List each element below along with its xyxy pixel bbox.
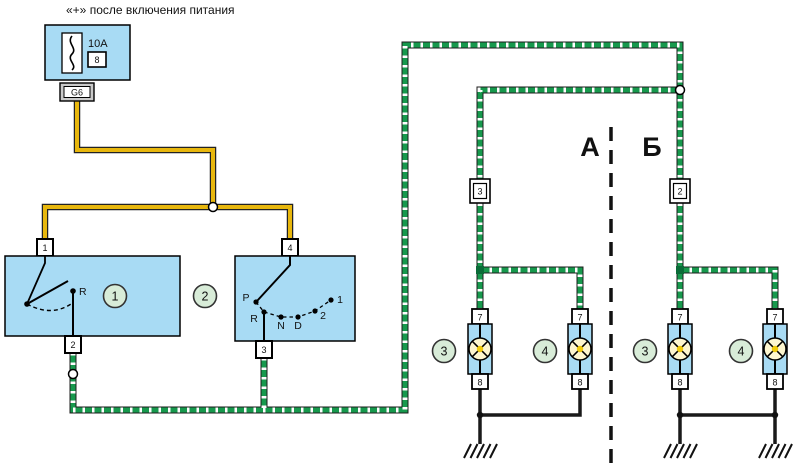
pin-number: 8 <box>677 378 682 388</box>
junction-dot <box>771 411 779 419</box>
fuse-pin-number: 8 <box>94 55 99 65</box>
ground-icon <box>463 443 498 459</box>
component-number: 4 <box>738 345 745 359</box>
switch-arm <box>256 256 291 302</box>
yellow-wire-harness <box>41 101 294 241</box>
bulb-filament-dot <box>476 345 484 353</box>
component-number-badge <box>431 338 457 364</box>
fuse-pin-box <box>87 51 107 68</box>
pin-number: 3 <box>261 345 266 355</box>
connector-label-box <box>63 86 91 98</box>
ground-icon <box>663 443 698 459</box>
junction-dot <box>676 411 684 419</box>
pin-number: 7 <box>477 313 482 323</box>
junction-square <box>476 266 484 274</box>
switch-body <box>234 255 356 342</box>
pin-box <box>255 340 273 359</box>
ground-icon <box>758 443 793 459</box>
contact-dot <box>295 314 301 320</box>
position-label: P <box>242 292 249 304</box>
lamp-1: 7 8 3 <box>431 308 493 390</box>
contact-dot <box>312 308 318 314</box>
bulb-filament-dot <box>771 345 779 353</box>
contact-dot <box>253 299 259 305</box>
position-label: 2 <box>320 310 326 322</box>
component-number-badge <box>728 338 754 364</box>
pin-number: 4 <box>287 243 292 253</box>
component-number: 3 <box>441 345 448 359</box>
switch-2: 4 P R N D 2 1 3 <box>234 238 356 359</box>
switch-body <box>4 255 181 337</box>
inline-connector-right: 2 <box>669 178 691 204</box>
junction-circle <box>674 84 686 96</box>
pin-box <box>64 335 82 354</box>
contact-label: R <box>79 286 87 298</box>
pin-number: 7 <box>577 313 582 323</box>
position-label: D <box>294 320 302 332</box>
contact-dot <box>328 297 334 303</box>
connector-number: 2 <box>677 187 682 197</box>
green-wire-harness <box>69 41 779 414</box>
selector-travel-dashed <box>255 299 332 318</box>
fuse-rating: 10A <box>88 38 108 50</box>
connector-g6-label: G6 <box>71 88 83 98</box>
junction-circle <box>207 201 219 213</box>
component-number-badge <box>192 283 218 309</box>
black-wire <box>478 389 777 444</box>
yellow-wire-outline <box>41 101 294 241</box>
pin-box <box>471 373 489 390</box>
pin-number: 7 <box>677 313 682 323</box>
position-label: R <box>250 313 258 325</box>
switch-1: 1 R 2 1 <box>4 238 181 354</box>
pin-box <box>571 373 589 390</box>
component-number-badge <box>532 338 558 364</box>
yellow-wire <box>43 101 292 241</box>
fuse-block: 10A 8 G6 <box>44 24 131 102</box>
position-label: 1 <box>337 294 343 306</box>
lamp-3: 7 8 3 <box>632 308 693 390</box>
lamp-2: 7 8 4 <box>532 308 593 390</box>
position-label: N <box>277 320 285 332</box>
pin-box <box>766 373 784 390</box>
bulb-filament-dot <box>676 345 684 353</box>
connector-number: 3 <box>477 187 482 197</box>
component-number: 2 <box>202 290 209 304</box>
pin-number: 1 <box>42 243 47 253</box>
pin-number: 8 <box>577 378 582 388</box>
green-wire-stripes <box>70 42 778 413</box>
diagram-title: «+» после включения питания <box>66 3 235 17</box>
connector-label-box <box>672 182 688 200</box>
junction-circle <box>67 368 79 380</box>
pin-number: 2 <box>70 340 75 350</box>
lamp-4: 7 8 4 <box>728 308 788 390</box>
section-label-a: А <box>580 132 600 162</box>
inline-connector-left: 3 <box>469 178 491 204</box>
pin-number: 8 <box>477 378 482 388</box>
component-number-badge <box>632 338 658 364</box>
pin-number: 8 <box>772 378 777 388</box>
component-number-badge <box>102 283 128 309</box>
wire-stub <box>26 256 46 305</box>
component-number: 3 <box>642 345 649 359</box>
bulb-filament-dot <box>576 345 584 353</box>
component-number: 4 <box>542 345 549 359</box>
section-label-b: Б <box>642 132 661 162</box>
fuse-icon <box>69 35 75 71</box>
junction-square <box>676 266 684 274</box>
junction-dot <box>476 411 484 419</box>
contact-dot <box>278 314 284 320</box>
switch-travel-dashed <box>26 303 72 312</box>
pin-number: 7 <box>772 313 777 323</box>
switch-arm <box>26 280 69 305</box>
component-number: 1 <box>112 290 119 304</box>
connector-label-box <box>472 182 488 200</box>
pin-box <box>671 373 689 390</box>
ground-wire-harness <box>463 389 793 459</box>
